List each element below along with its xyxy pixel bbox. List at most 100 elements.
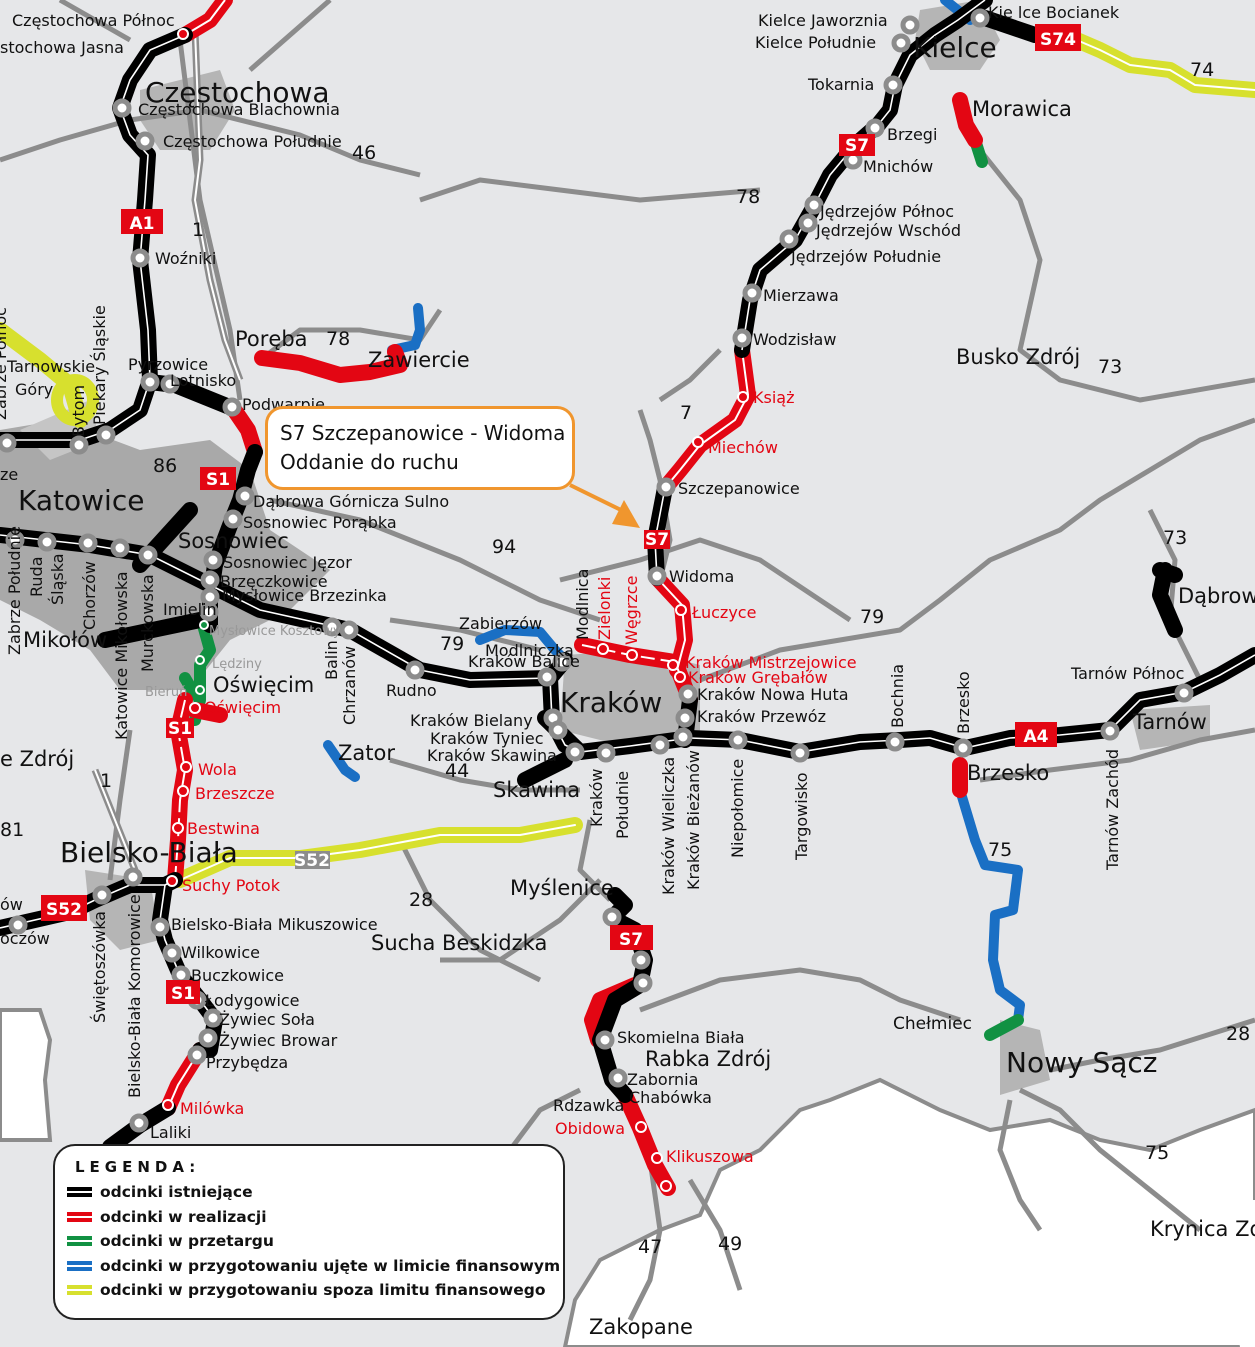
svg-text:S1: S1 [206, 470, 230, 490]
svg-text:81: 81 [0, 819, 24, 841]
svg-text:Tarnowskie: Tarnowskie [6, 357, 95, 376]
svg-text:Milówka: Milówka [180, 1099, 244, 1118]
svg-text:Żywiec Browar: Żywiec Browar [219, 1031, 338, 1050]
svg-text:Morawica: Morawica [972, 97, 1072, 121]
svg-text:Piekary Śląskie: Piekary Śląskie [90, 305, 109, 425]
svg-text:Brzegi: Brzegi [887, 125, 937, 144]
callout-subtitle: Oddanie do ruchu [280, 450, 459, 474]
shield-s52-east: S52 [294, 851, 330, 871]
svg-text:Szczepanowice: Szczepanowice [678, 479, 800, 498]
svg-text:Modlnica: Modlnica [573, 569, 592, 640]
svg-text:Brzęczkowice: Brzęczkowice [220, 572, 328, 591]
svg-text:Kraków: Kraków [587, 769, 606, 827]
map-legend: LEGENDA: odcinki istniejące odcinki w re… [53, 1144, 565, 1320]
svg-text:73: 73 [1098, 356, 1122, 378]
road-numbers: 1 1 46 78 78 86 94 79 79 7 73 73 74 75 7… [0, 59, 1250, 1258]
svg-text:Buczkowice: Buczkowice [191, 966, 284, 985]
svg-text:Góry: Góry [15, 380, 53, 399]
svg-text:Bytom: Bytom [69, 385, 88, 437]
svg-text:Brzesko: Brzesko [967, 761, 1049, 785]
svg-text:Skomielna Biała: Skomielna Biała [617, 1028, 745, 1047]
svg-text:7: 7 [680, 402, 692, 424]
svg-text:Sosnowiec Jęzor: Sosnowiec Jęzor [223, 553, 352, 572]
svg-text:Rabka Zdrój: Rabka Zdrój [645, 1047, 771, 1071]
svg-text:Mnichów: Mnichów [863, 157, 933, 176]
announcement-callout: S7 Szczepanowice - Widoma Oddanie do ruc… [265, 406, 575, 490]
svg-text:Balin: Balin [322, 640, 341, 680]
svg-text:Mikołów: Mikołów [23, 628, 107, 652]
svg-text:Oświęcim: Oświęcim [204, 698, 281, 717]
shield-s74: S74 [1035, 24, 1081, 51]
shield-s1-top: S1 [200, 467, 236, 490]
svg-text:Bochnia: Bochnia [888, 664, 907, 728]
svg-text:Zabornia: Zabornia [627, 1070, 698, 1089]
svg-text:Imielin: Imielin [163, 600, 217, 619]
svg-text:Pyrzowice: Pyrzowice [128, 355, 208, 374]
svg-text:S52: S52 [46, 900, 82, 920]
svg-text:Kraków Bieżanów: Kraków Bieżanów [684, 750, 703, 890]
svg-text:Bestwina: Bestwina [187, 819, 260, 838]
svg-text:Bieruń: Bieruń [145, 685, 187, 700]
legend-swatch-icon [67, 1236, 92, 1247]
shield-s52-west: S52 [41, 895, 87, 921]
svg-text:Myślenice: Myślenice [510, 876, 614, 900]
svg-text:1: 1 [192, 219, 204, 241]
svg-text:Zator: Zator [338, 741, 395, 765]
svg-text:Niepołomice: Niepołomice [728, 759, 747, 858]
shield-s1-mid: S1 [166, 718, 194, 739]
svg-text:S7: S7 [845, 136, 869, 156]
svg-text:Poręba: Poręba [235, 327, 308, 351]
road-shields: A1 S1 S1 S1 S7 S7 S7 S74 A4 S52 S52 [41, 24, 1081, 1004]
svg-text:Wola: Wola [198, 760, 237, 779]
svg-text:Lotnisko: Lotnisko [170, 371, 236, 390]
svg-text:Świętoszówka: Świętoszówka [90, 911, 109, 1023]
shield-s1-bottom: S1 [166, 980, 200, 1004]
svg-text:Zabrze Północ: Zabrze Północ [0, 307, 10, 420]
svg-text:Ruda: Ruda [27, 557, 46, 598]
svg-text:78: 78 [736, 186, 760, 208]
junction-labels: Częstochowa Północ stochowa Jasna Często… [0, 3, 1184, 1142]
svg-text:Brzeszcze: Brzeszcze [195, 784, 275, 803]
svg-text:Żywiec Soła: Żywiec Soła [219, 1010, 315, 1029]
legend-item-prep-unfunded: odcinki w przygotowaniu spoza limitu fin… [67, 1278, 563, 1303]
svg-text:78: 78 [326, 328, 350, 350]
svg-text:Kraków Nowa Huta: Kraków Nowa Huta [697, 685, 849, 704]
svg-text:Sosnowiec: Sosnowiec [178, 529, 289, 553]
svg-text:Murckowska: Murckowska [138, 574, 157, 672]
svg-text:Zielonki: Zielonki [595, 577, 614, 640]
svg-text:Częstochowa Blachownia: Częstochowa Blachownia [138, 100, 340, 119]
svg-text:S74: S74 [1040, 30, 1076, 50]
svg-text:75: 75 [1145, 1142, 1169, 1164]
svg-text:S1: S1 [171, 984, 195, 1004]
svg-text:Kraków Tyniec: Kraków Tyniec [430, 729, 544, 748]
svg-text:Częstochowa Południe: Częstochowa Południe [163, 132, 342, 151]
svg-text:79: 79 [440, 633, 464, 655]
svg-text:Miechów: Miechów [708, 438, 778, 457]
svg-text:e Zdrój: e Zdrój [0, 747, 74, 771]
junction-labels-construction: Książ Miechów Łuczyce Kraków Mistrzejowi… [180, 388, 857, 1166]
svg-text:49: 49 [718, 1233, 742, 1255]
roads-prep-unfunded [0, 27, 1255, 888]
svg-text:S7: S7 [645, 530, 669, 550]
shield-s7-mid: S7 [644, 530, 670, 550]
vertical-labels: Zabrze Południe Ruda Śląska Chorzów Kato… [0, 305, 1122, 1098]
svg-text:Śląska: Śląska [48, 553, 67, 605]
svg-text:Węgrzce: Węgrzce [622, 576, 641, 645]
svg-text:Jędrzejów Północ: Jędrzejów Północ [819, 202, 954, 221]
svg-text:Rudno: Rudno [386, 681, 437, 700]
svg-text:Katowice Mikołowska: Katowice Mikołowska [112, 571, 131, 740]
junction-markers-construction [162, 28, 749, 1192]
svg-text:Kraków Balice: Kraków Balice [468, 652, 580, 671]
city-labels: Częstochowa Katowice Sosnowiec Kraków Ki… [0, 31, 1255, 1339]
svg-text:Sosnowiec Porąbka: Sosnowiec Porąbka [243, 513, 397, 532]
svg-text:Tarnów: Tarnów [1132, 710, 1207, 734]
callout-title: S7 Szczepanowice - Widoma [280, 421, 566, 445]
svg-text:Częstochowa Północ: Częstochowa Północ [12, 11, 175, 30]
svg-text:Chrzanów: Chrzanów [340, 646, 359, 725]
svg-text:Targowisko: Targowisko [792, 772, 811, 861]
svg-text:ze: ze [0, 465, 18, 484]
svg-text:Kraków Wieliczka: Kraków Wieliczka [659, 757, 678, 895]
svg-text:A1: A1 [130, 214, 155, 234]
